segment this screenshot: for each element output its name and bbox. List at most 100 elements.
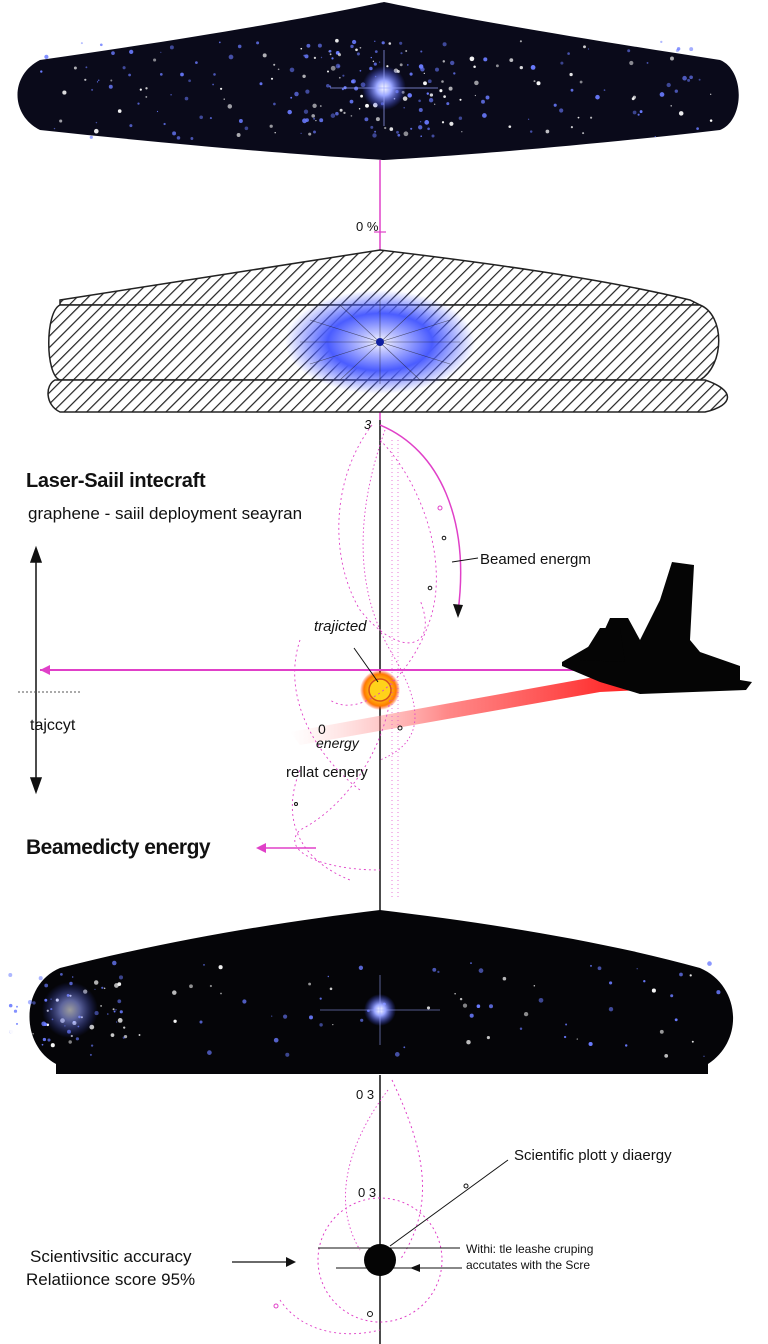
star-dot <box>389 127 394 131</box>
star-dot <box>410 127 413 130</box>
star-dot <box>519 65 523 70</box>
star-dot <box>435 67 439 72</box>
star-dot <box>576 1038 578 1040</box>
star-dot <box>332 1023 334 1026</box>
star-dot <box>19 986 24 991</box>
star-dot <box>666 82 671 88</box>
star-dot <box>426 92 430 95</box>
star-dot <box>285 1052 290 1057</box>
star-dot <box>16 1022 18 1025</box>
star-dot <box>375 117 380 122</box>
star-dot <box>664 1054 669 1058</box>
star-dot <box>418 125 423 130</box>
label-tacyt: tajccyt <box>30 717 76 734</box>
label-beamed-velocity: Beamedicty energy <box>26 836 211 859</box>
star-dot <box>429 93 434 97</box>
star-dot <box>365 103 369 108</box>
spacecraft-silhouette <box>562 562 752 694</box>
star-dot <box>101 986 104 989</box>
label-trajected: trajicted <box>314 618 367 635</box>
star-dot <box>407 93 412 98</box>
star-dot <box>228 54 234 60</box>
label-top-percent: 0 % <box>356 219 379 234</box>
star-dot <box>474 94 477 97</box>
star-dot <box>259 82 263 86</box>
star-dot <box>176 136 181 140</box>
star-dot <box>85 66 88 69</box>
star-dot <box>469 56 475 62</box>
star-dot <box>570 88 574 92</box>
star-dot <box>9 1029 15 1035</box>
star-dot <box>94 128 99 134</box>
star-dot <box>485 95 490 100</box>
star-dot <box>409 72 413 76</box>
star-dot <box>315 119 317 122</box>
star-dot <box>68 1040 72 1044</box>
star-dot <box>473 65 476 69</box>
star-dot <box>319 105 322 107</box>
star-dot <box>567 52 570 55</box>
star-dot <box>565 1023 568 1026</box>
vertical-range-arrow <box>29 545 43 795</box>
laser-beam <box>290 676 640 745</box>
star-dot <box>218 965 223 970</box>
star-dot <box>418 108 423 112</box>
star-dot <box>100 1004 103 1007</box>
star-dot <box>59 119 63 123</box>
star-dot <box>441 121 445 124</box>
star-dot <box>343 111 346 115</box>
diagram-subtitle: graphene - saiil deployment seayran <box>28 504 303 523</box>
star-dot <box>563 1035 567 1039</box>
star-dot <box>190 137 194 140</box>
star-dot <box>269 124 273 128</box>
star-dot <box>372 133 377 138</box>
star-dot <box>8 1003 13 1008</box>
star-dot <box>360 1018 364 1022</box>
star-dot <box>560 61 564 65</box>
star-dot <box>636 968 638 970</box>
star-dot <box>283 1014 288 1019</box>
star-dot <box>180 72 184 77</box>
star-dot <box>459 997 463 1001</box>
star-dot <box>533 80 536 83</box>
star-dot <box>356 52 360 56</box>
star-dot <box>703 1055 705 1057</box>
star-dot <box>172 990 177 995</box>
star-dot <box>420 135 422 137</box>
star-dot <box>93 980 99 985</box>
star-dot <box>420 50 423 53</box>
lower-trajectory <box>279 1079 443 1335</box>
star-dot <box>446 102 450 106</box>
star-dot <box>595 94 600 100</box>
star-dot <box>113 1010 116 1013</box>
star-dot <box>462 1003 468 1008</box>
stars-bottom <box>8 960 721 1058</box>
star-dot <box>716 990 721 995</box>
star-dot <box>128 73 131 77</box>
star-dot <box>350 115 353 117</box>
star-dot <box>427 79 432 84</box>
star-dot <box>470 962 472 964</box>
star-dot <box>431 134 435 138</box>
star-dot <box>313 56 317 60</box>
star-dot <box>330 113 336 118</box>
star-dot <box>403 1046 406 1049</box>
star-dot <box>603 89 606 91</box>
star-dot <box>110 1033 115 1037</box>
star-dot <box>300 132 302 134</box>
star-dot <box>94 988 96 991</box>
star-dot <box>308 132 312 136</box>
star-dot <box>679 972 683 977</box>
star-dot <box>199 115 203 120</box>
star-dot <box>588 1041 593 1047</box>
star-dot <box>117 109 122 113</box>
star-dot <box>670 105 672 107</box>
star-dot <box>73 66 77 70</box>
star-dot <box>32 1033 34 1035</box>
star-dot <box>374 130 377 133</box>
star-dot <box>381 41 385 45</box>
star-dot <box>536 81 541 86</box>
star-dot <box>488 1004 494 1009</box>
star-dot <box>41 1021 47 1027</box>
